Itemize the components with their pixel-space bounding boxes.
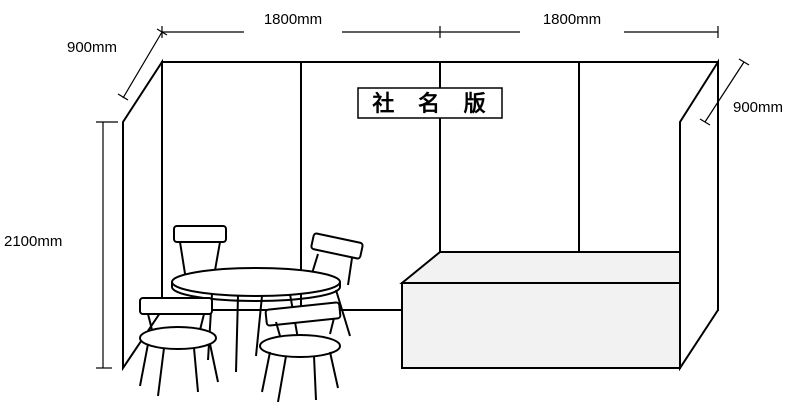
table-leg [235, 295, 239, 373]
table-top [171, 267, 341, 297]
dim-label-depth-left: 900mm [67, 39, 117, 56]
dim-label-depth-right: 900mm [733, 99, 783, 116]
counter-top [399, 251, 681, 284]
dim-label-width-left: 1800mm [264, 11, 322, 28]
dim-label-height: 2100mm [4, 233, 62, 250]
table-leg [255, 295, 263, 357]
sign-label: 社 名 版 [372, 91, 493, 117]
chair-front-right [259, 301, 342, 403]
counter-front [401, 282, 681, 369]
company-sign: 社 名 版 [357, 87, 503, 119]
left-side-wall [122, 58, 163, 372]
sign-board [357, 87, 503, 119]
chair-front-left [139, 297, 219, 397]
round-table [171, 225, 364, 373]
dim-label-width-right: 1800mm [543, 11, 601, 28]
counter [399, 251, 681, 369]
dimension-lines [96, 26, 750, 369]
